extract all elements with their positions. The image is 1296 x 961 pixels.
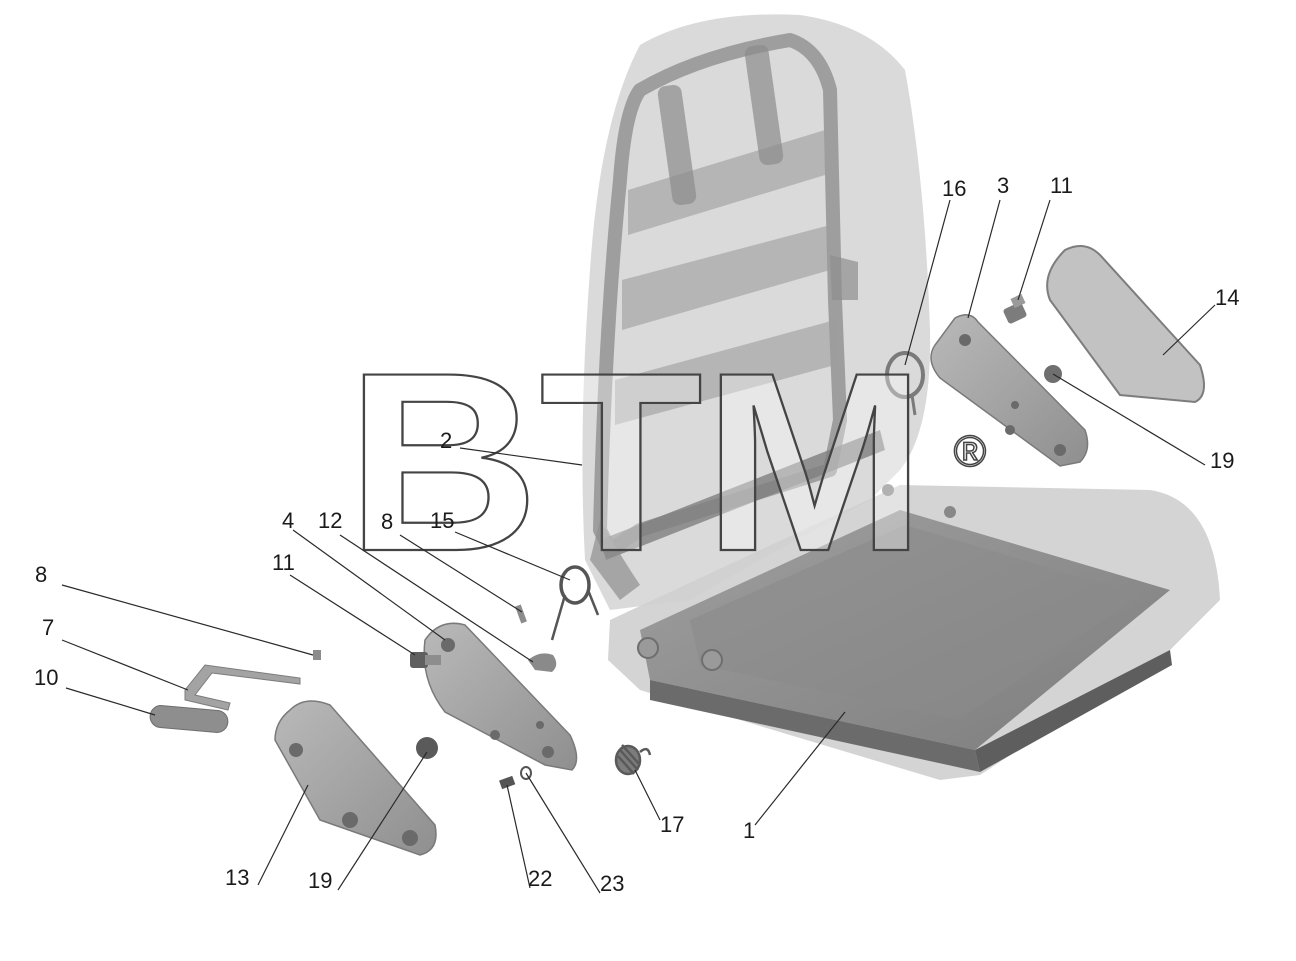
grip-part-10 [149,705,229,733]
callout-14: 14 [1215,285,1239,310]
watermark-registered: ® [954,427,986,476]
callout-23: 23 [600,871,624,896]
callout-13: 13 [225,865,249,890]
callout-16: 16 [942,176,966,201]
spring-part-16 [885,351,925,416]
callout-10: 10 [34,665,58,690]
callout-8b: 8 [381,509,393,534]
callout-17: 17 [660,812,684,837]
screw-part-22 [499,775,516,790]
callout-8a: 8 [35,562,47,587]
callout-4: 4 [282,508,294,533]
plate-part-13-holes [289,743,418,846]
nut-part-19-left [416,737,438,759]
plate-part-4-holes [441,638,554,758]
plate-part-13 [274,700,437,856]
plate-part-4 [423,622,578,771]
callout-15: 15 [430,508,454,533]
watermark-logo: BTM ® [345,319,987,606]
plate-part-3 [930,314,1089,467]
washer-part-23 [520,766,532,780]
seat-cushion [608,484,1220,780]
spring-part-17 [614,744,652,776]
cam-part-12 [528,653,557,672]
callout-3: 3 [997,173,1009,198]
cover-part-14 [1046,245,1205,404]
callout-1: 1 [743,818,755,843]
pin-part-8-lower [313,650,321,660]
backrest [582,14,931,610]
callout-labels: 1 2 3 4 7 8 8 10 11 11 12 13 14 15 16 17… [34,173,1239,896]
callout-7: 7 [42,615,54,640]
bolt-part-11-left [410,652,441,668]
callout-19a: 19 [1210,448,1234,473]
callout-12: 12 [318,508,342,533]
leader-lines [61,199,1216,894]
callout-19b: 19 [308,868,332,893]
bolt-part-11-right [1003,293,1027,324]
plate-part-3-holes [959,334,1066,456]
callout-11b: 11 [1050,173,1073,198]
watermark-text: BTM [346,320,926,605]
spring-part-15 [550,565,600,641]
handle-rod-part-7 [184,664,301,711]
callout-22: 22 [528,866,552,891]
pin-part-8-upper [515,604,527,624]
callout-11a: 11 [272,550,295,575]
callout-2: 2 [440,428,452,453]
